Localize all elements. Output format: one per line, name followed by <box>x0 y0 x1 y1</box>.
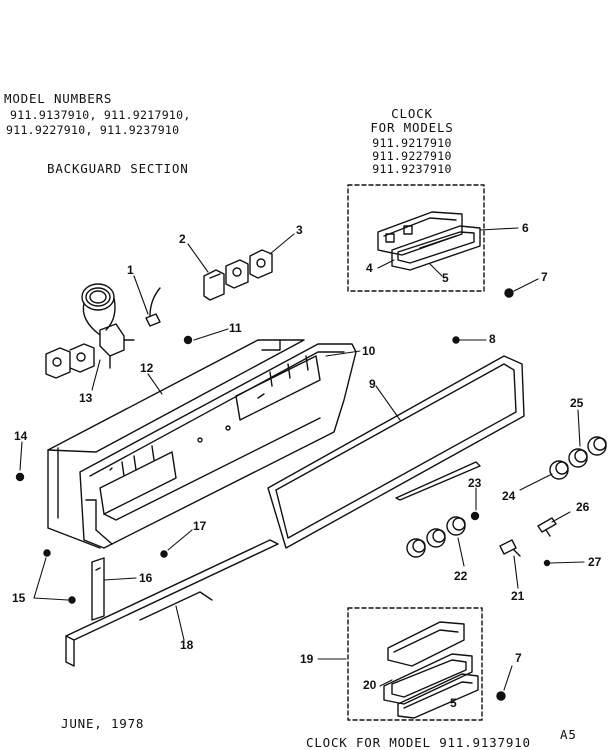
knob-group-right <box>549 436 607 480</box>
clock-top-box <box>347 184 485 292</box>
date-label: JUNE, 1978 <box>61 716 145 731</box>
callout-number: 20 <box>363 678 377 692</box>
callout-number: 4 <box>366 261 373 275</box>
knob-shaft <box>499 517 557 557</box>
model-numbers-line-1: 911.9137910, 911.9217910, <box>10 108 191 122</box>
callout-number: 22 <box>454 569 468 583</box>
switch-block-top <box>203 249 273 301</box>
callout-number: 18 <box>180 638 194 652</box>
window-frame <box>267 355 525 549</box>
callout-number: 5 <box>442 271 449 285</box>
control-panel <box>79 343 357 549</box>
callout-number: 3 <box>296 223 303 237</box>
screw-icon <box>183 335 193 345</box>
screw-icon <box>43 549 51 557</box>
clock-top-subtitle: FOR MODELS <box>370 120 454 135</box>
section-title: BACKGUARD SECTION <box>47 161 189 176</box>
callout-number: 10 <box>362 344 376 358</box>
indicator-light <box>145 287 161 327</box>
clock-bottom-assembly <box>383 621 479 719</box>
screw-icon <box>68 596 76 604</box>
page-code: A5 <box>560 727 577 742</box>
callout-number: 25 <box>570 396 584 410</box>
callout-number: 2 <box>179 232 186 246</box>
callout-number: 7 <box>541 270 548 284</box>
clock-bottom-caption: CLOCK FOR MODEL 911.9137910 <box>306 735 531 750</box>
callout-number: 26 <box>576 500 590 514</box>
callout-number: 1 <box>127 263 134 277</box>
callout-leaders <box>19 227 585 691</box>
screw-icon <box>470 511 480 521</box>
callout-number: 5 <box>450 696 457 710</box>
bracket <box>91 557 105 621</box>
clock-top-assembly <box>377 211 481 271</box>
clock-top-title: CLOCK <box>391 106 433 121</box>
nut-icon <box>496 691 506 701</box>
callout-number: 9 <box>369 377 376 391</box>
callout-number: 16 <box>139 571 153 585</box>
callout-number: 14 <box>14 429 28 443</box>
clock-top-model: 911.9237910 <box>372 162 452 176</box>
callout-number: 8 <box>489 332 496 346</box>
nut-icon <box>504 288 514 298</box>
screw-icon <box>160 550 168 558</box>
backguard-panel <box>47 339 305 549</box>
callout-number: 7 <box>515 651 522 665</box>
clock-top-model: 911.9227910 <box>372 149 452 163</box>
callout-number: 13 <box>79 391 93 405</box>
callout-number: 6 <box>522 221 529 235</box>
callout-number: 21 <box>511 589 525 603</box>
screw-icon <box>15 472 25 482</box>
clock-top-model: 911.9217910 <box>372 136 452 150</box>
callout-number: 12 <box>140 361 154 375</box>
callout-number: 15 <box>12 591 26 605</box>
switch-block-left <box>45 343 95 379</box>
callout-number: 23 <box>468 476 482 490</box>
clock-bottom-box <box>347 607 483 721</box>
knob-group-lower <box>406 516 466 558</box>
callout-number: 11 <box>229 321 242 335</box>
callout-number: 24 <box>502 489 516 503</box>
model-numbers-line-2: 911.9227910, 911.9237910 <box>6 123 180 137</box>
callout-number: 27 <box>588 555 602 569</box>
thermostat-assembly <box>81 283 135 369</box>
trim-strip <box>65 539 279 667</box>
callout-number: 17 <box>193 519 207 533</box>
model-numbers-title: MODEL NUMBERS <box>4 91 113 106</box>
callout-number: 19 <box>300 652 314 666</box>
screw-icon <box>543 559 551 567</box>
screw-icon <box>452 336 460 344</box>
